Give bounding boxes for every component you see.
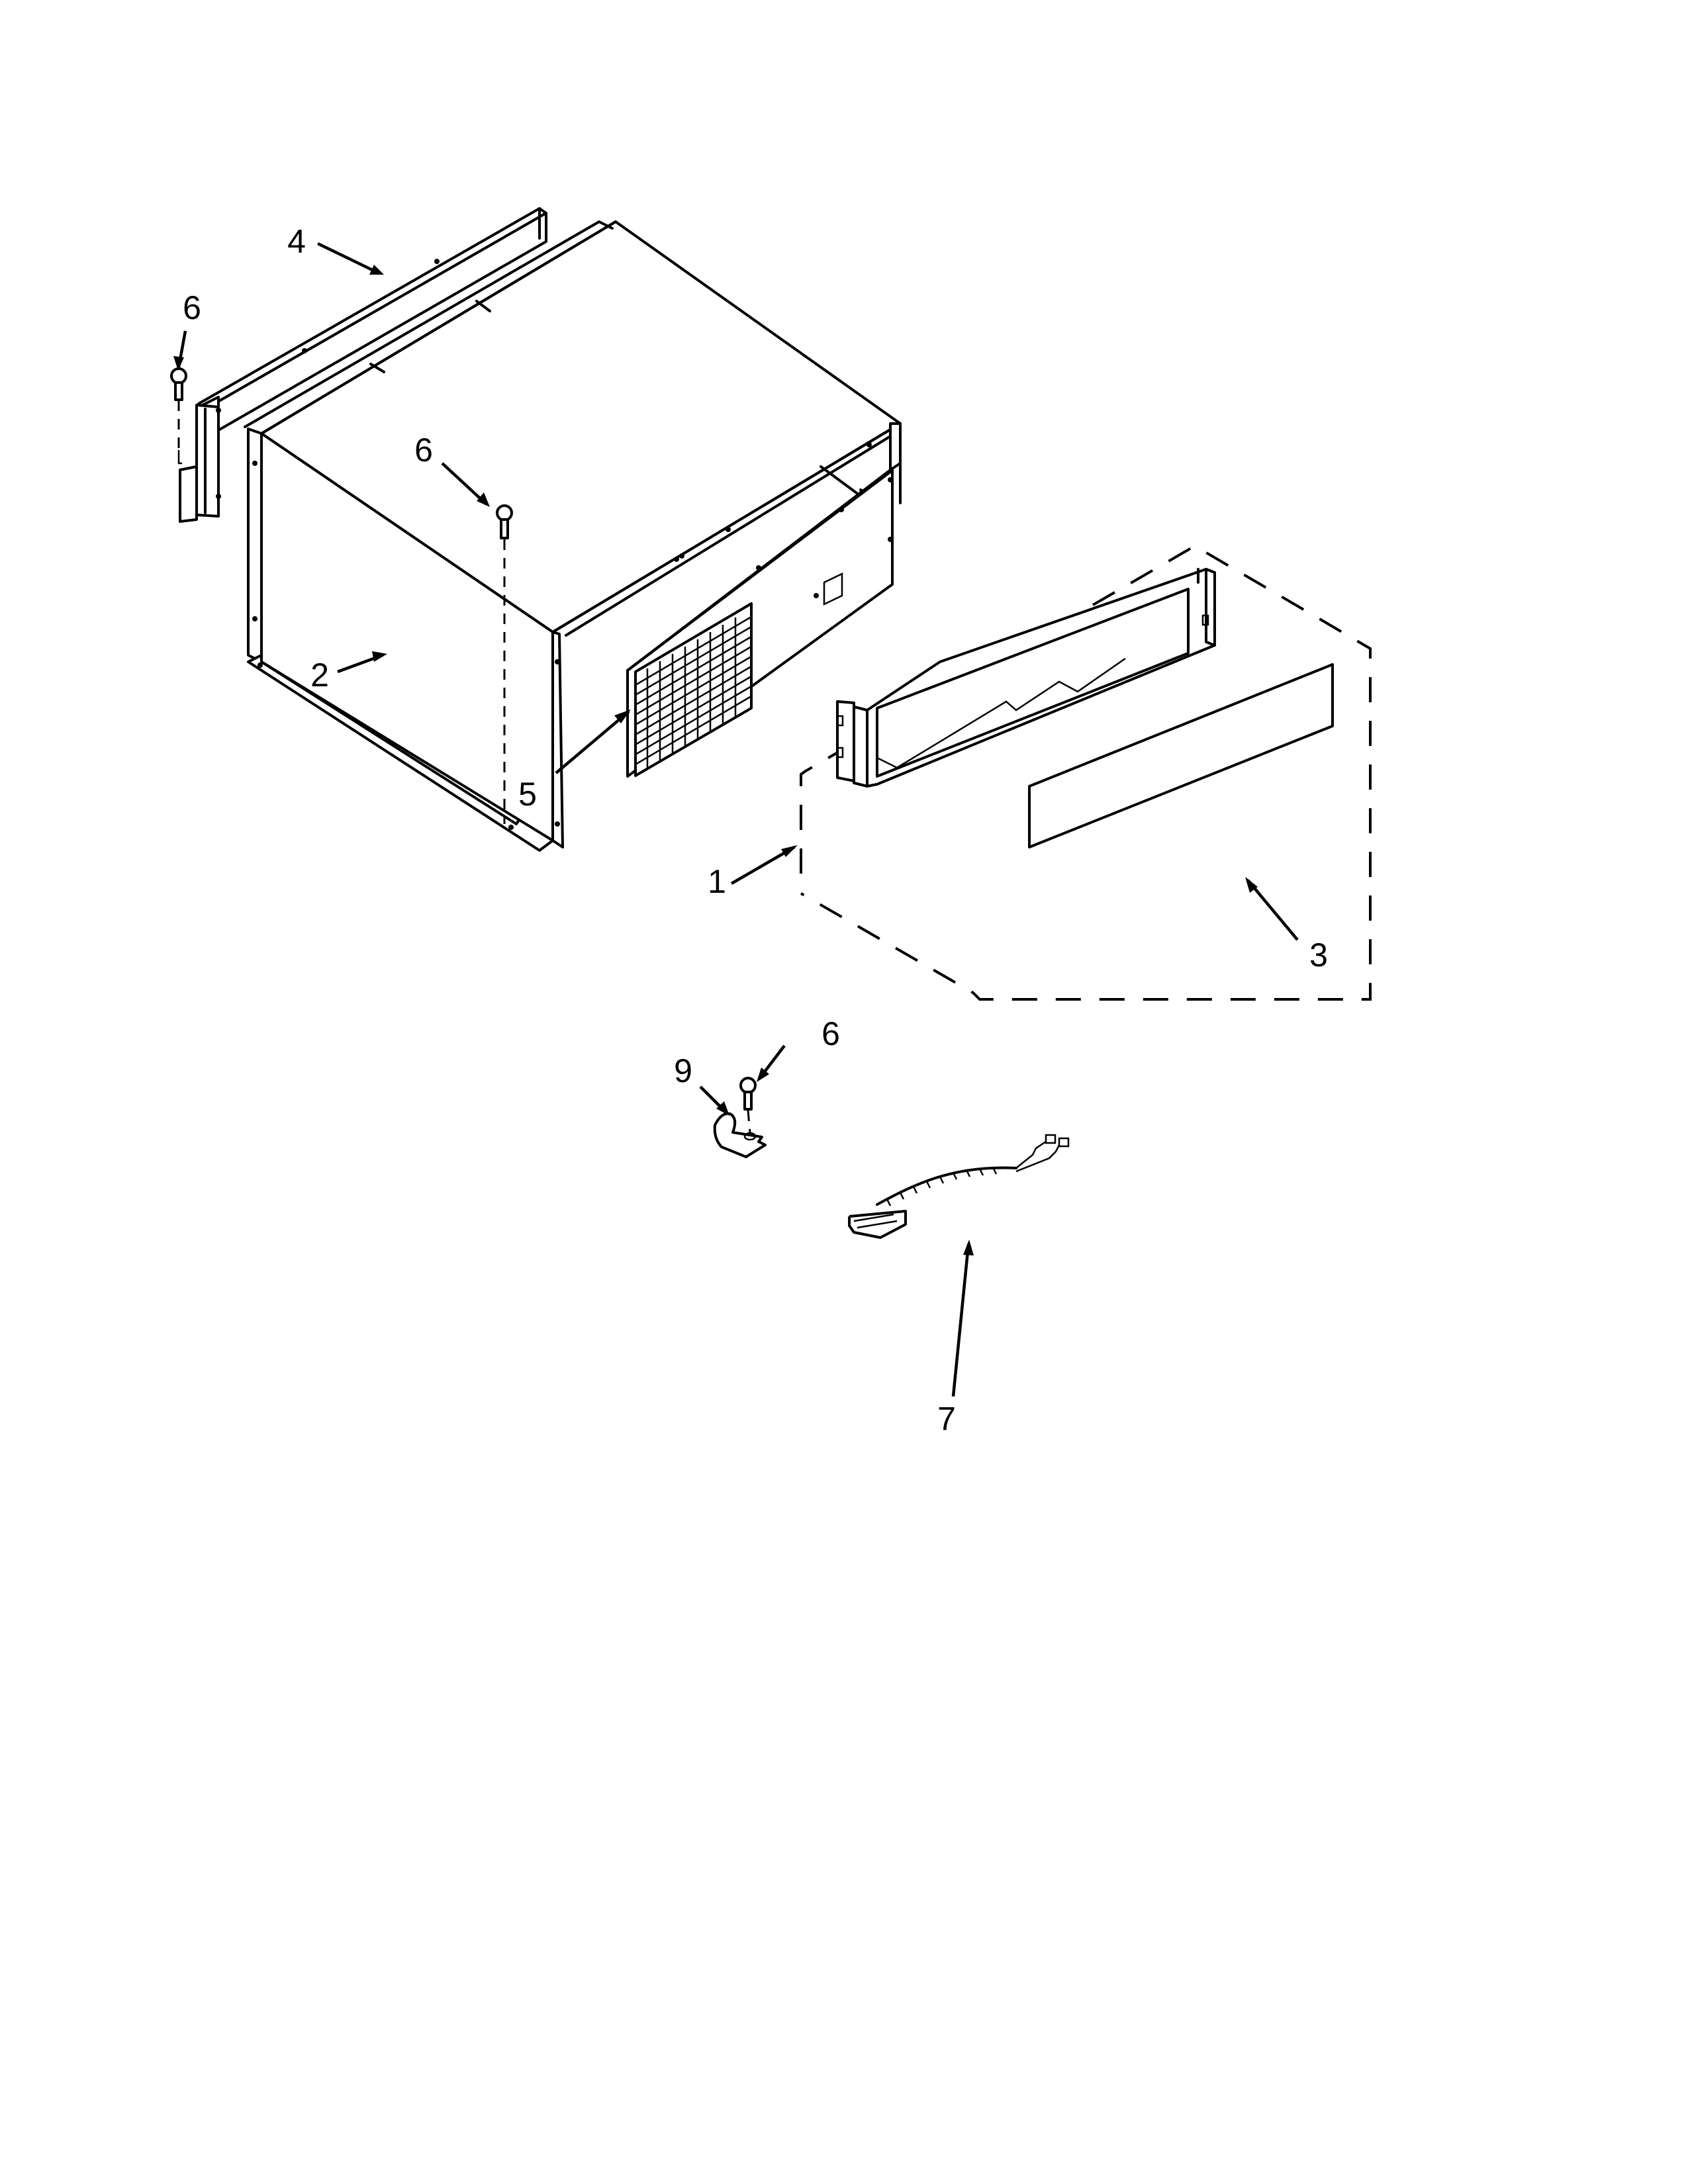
callout-5: 5 (518, 776, 537, 813)
front-frame-part (836, 568, 1216, 788)
screw-icon (739, 1077, 757, 1134)
grille-vent-slots (635, 615, 752, 770)
screw-icon (496, 504, 513, 824)
callout-6: 6 (821, 1015, 840, 1052)
callout-6: 6 (414, 432, 433, 469)
housing-part (244, 220, 902, 852)
callout-1: 1 (708, 863, 726, 900)
assembly-boundary (800, 544, 1372, 1001)
callout-6: 6 (183, 289, 201, 326)
cable-clamp-part (713, 1112, 767, 1158)
wire-harness-part (848, 1134, 1070, 1239)
callout-7: 7 (937, 1400, 956, 1437)
screw-icon (170, 367, 187, 465)
callout-3: 3 (1309, 936, 1328, 974)
callout-4: 4 (287, 223, 306, 260)
callout-2: 2 (310, 657, 329, 694)
rear-rail-part (179, 207, 547, 523)
grille-panel-part (626, 467, 894, 778)
front-panel-insert-part (1028, 663, 1334, 848)
leader-arrows (173, 242, 1299, 1397)
callout-9: 9 (674, 1052, 692, 1089)
